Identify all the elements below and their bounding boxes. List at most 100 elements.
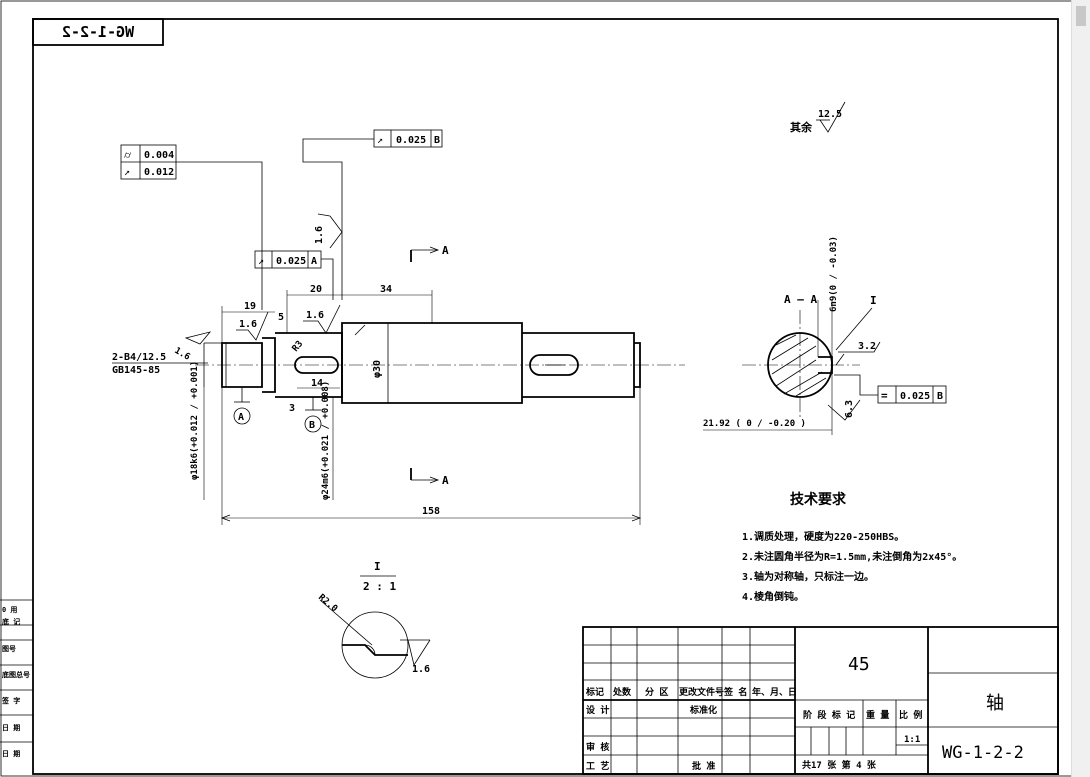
section-mark-top: A [442,244,449,257]
tech-title: 技术要求 [790,491,847,508]
tb-review: 审 核 [586,741,609,753]
fcf-section: = 0.025 B [834,374,947,404]
gb-standard-label: GB145-85 [112,365,160,376]
section-cut-top: A [410,244,449,262]
datum-b: B [304,397,322,433]
title-block: 标记 处数 分 区 更改文件号 签 名 年、月、日 设 计 标准化 审 核 工 … [582,626,1059,775]
tb-approve: 批 准 [692,760,715,772]
tb-material: 45 [848,654,870,675]
dim-19: 19 [244,301,256,312]
dim-158: 158 [422,506,440,517]
roughness-value-6: 6.3 [844,400,855,418]
tb-design: 设 计 [586,704,609,716]
mirrored-code: WG-1-2-2 [62,23,134,41]
hdr-signature: 签 名 [723,686,747,698]
tb-process: 工 艺 [586,760,609,772]
runout-icon: ↗ [377,135,383,146]
shaft-view [195,322,685,404]
roughness-vertical: 1.6 [314,213,343,249]
fcf-mid: ↗ 0.025 A [254,250,334,300]
tb-weight: 重 量 [866,709,889,721]
fcf-top-value: 0.025 [396,135,426,146]
hdr-mark: 标记 [585,686,604,698]
roughness-rest-value: 12.5 [818,109,842,120]
cylindricity-icon: ⌭ [124,150,132,161]
tb-stage: 阶 段 标 记 [803,709,855,721]
section-label: A — A [784,293,817,306]
section-view: A — A 6n9(0 / -0.03) I 3.2 6.3 21.92 ( 0… [703,236,881,435]
hdr-change-doc: 更改文件号 [679,686,724,698]
fcf-section-datum: B [937,391,943,402]
tech-item-3: 3.轴为对称轴，只标注一边。 [742,570,874,583]
dimensions-bottom: 14 3 φ18k6(+0.012 / +0.001) φ24m6(+0.021… [190,361,642,525]
tech-requirements: 技术要求 1.调质处理，硬度为220-250HBS。 2.未注圆角半径为R=1.… [742,491,962,603]
left-margin-table: 0 用 底 记 图号 底图总号 签 字 日 期 日 期 [0,599,33,758]
detail-i-marker: I [870,294,877,307]
hdr-date: 年、月、日 [752,686,797,698]
fcf-top-left: ⌭ 0.004 ↗ 0.012 [120,144,263,310]
datum-a: A [233,387,251,425]
scroll-thumb[interactable] [1076,6,1086,26]
hdr-zone: 分 区 [645,686,668,698]
detail-scale: 2 : 1 [363,580,396,593]
runout-icon: ↗ [258,256,264,267]
tb-standard: 标准化 [689,704,717,716]
dim-phi18: φ18k6(+0.012 / +0.001) [190,361,200,480]
fcf-mid-value: 0.025 [276,256,306,267]
detail-label: I [374,560,381,573]
tb-sheets: 共17 张 第 4 张 [802,759,877,771]
dim-20: 20 [310,284,322,295]
dim-phi30: φ30 [372,360,383,378]
dim-key-width: 6n9(0 / -0.03) [829,236,839,312]
fcf-value-2: 0.012 [144,167,174,178]
hdr-count: 处数 [612,686,632,698]
vertical-scrollbar[interactable] [1071,0,1090,777]
tech-item-2: 2.未注圆角半径为R=1.5mm,未注倒角为2x45°。 [742,550,962,563]
fcf-section-value: 0.025 [900,391,930,402]
dimensions-top: 19 20 34 5 1.6 1.6 R3 φ30 [221,284,433,378]
datum-a-label: A [238,412,244,423]
tb-drawing-no: WG-1-2-2 [942,743,1024,763]
roughness-value-3: 1.6 [306,310,324,321]
margin-row-4: 底图总号 [2,670,30,679]
roughness-value-2: 1.6 [239,319,257,330]
margin-row-6: 日 期 [2,723,20,732]
tech-item-4: 4.棱角倒钝。 [742,590,804,603]
roughness-rest-label: 其余 [790,120,813,134]
section-mark-bottom: A [442,474,449,487]
datum-b-label: B [309,420,315,431]
tech-item-1: 1.调质处理，硬度为220-250HBS。 [742,530,904,543]
dim-5: 5 [278,312,284,323]
center-drill-label: 2-B4/12.5 [112,352,166,363]
section-cut-bottom: A [410,468,449,487]
fcf-mid-datum: A [311,256,317,267]
dim-key-depth: 21.92 ( 0 / -0.20 ) [703,419,806,429]
roughness-value-1: 1.6 [314,226,325,244]
roughness-value-7: 1.6 [412,664,430,675]
center-drill-note: 2-B4/12.5 GB145-85 1.6 [112,331,222,387]
margin-row-1: 0 用 [2,606,17,614]
dim-phi24: φ24m6(+0.021 / +0.008) [321,381,331,500]
fcf-top-datum: B [434,135,440,146]
margin-row-7: 日 期 [2,749,20,758]
margin-row-2: 底 记 [2,617,20,626]
tb-part-name: 轴 [986,693,1004,714]
dim-14: 14 [311,378,323,389]
symmetry-icon: = [881,389,888,402]
mirrored-code-box: WG-1-2-2 [32,18,164,46]
roughness-value-5: 3.2 [858,341,876,352]
margin-row-5: 签 字 [1,696,20,705]
fcf-top: ↗ 0.025 B [302,129,443,300]
fcf-value-1: 0.004 [144,150,174,161]
margin-row-3: 图号 [2,644,16,653]
dim-r2: R2.0 [316,593,339,615]
tb-scale: 1:1 [904,735,920,745]
drawing-frame [32,18,1059,775]
runout-icon: ↗ [124,167,130,178]
detail-view: I 2 : 1 R2.0 1.6 [316,560,431,679]
dim-34: 34 [380,284,392,295]
dim-r3: R3 [291,339,306,354]
dim-3: 3 [289,403,295,414]
